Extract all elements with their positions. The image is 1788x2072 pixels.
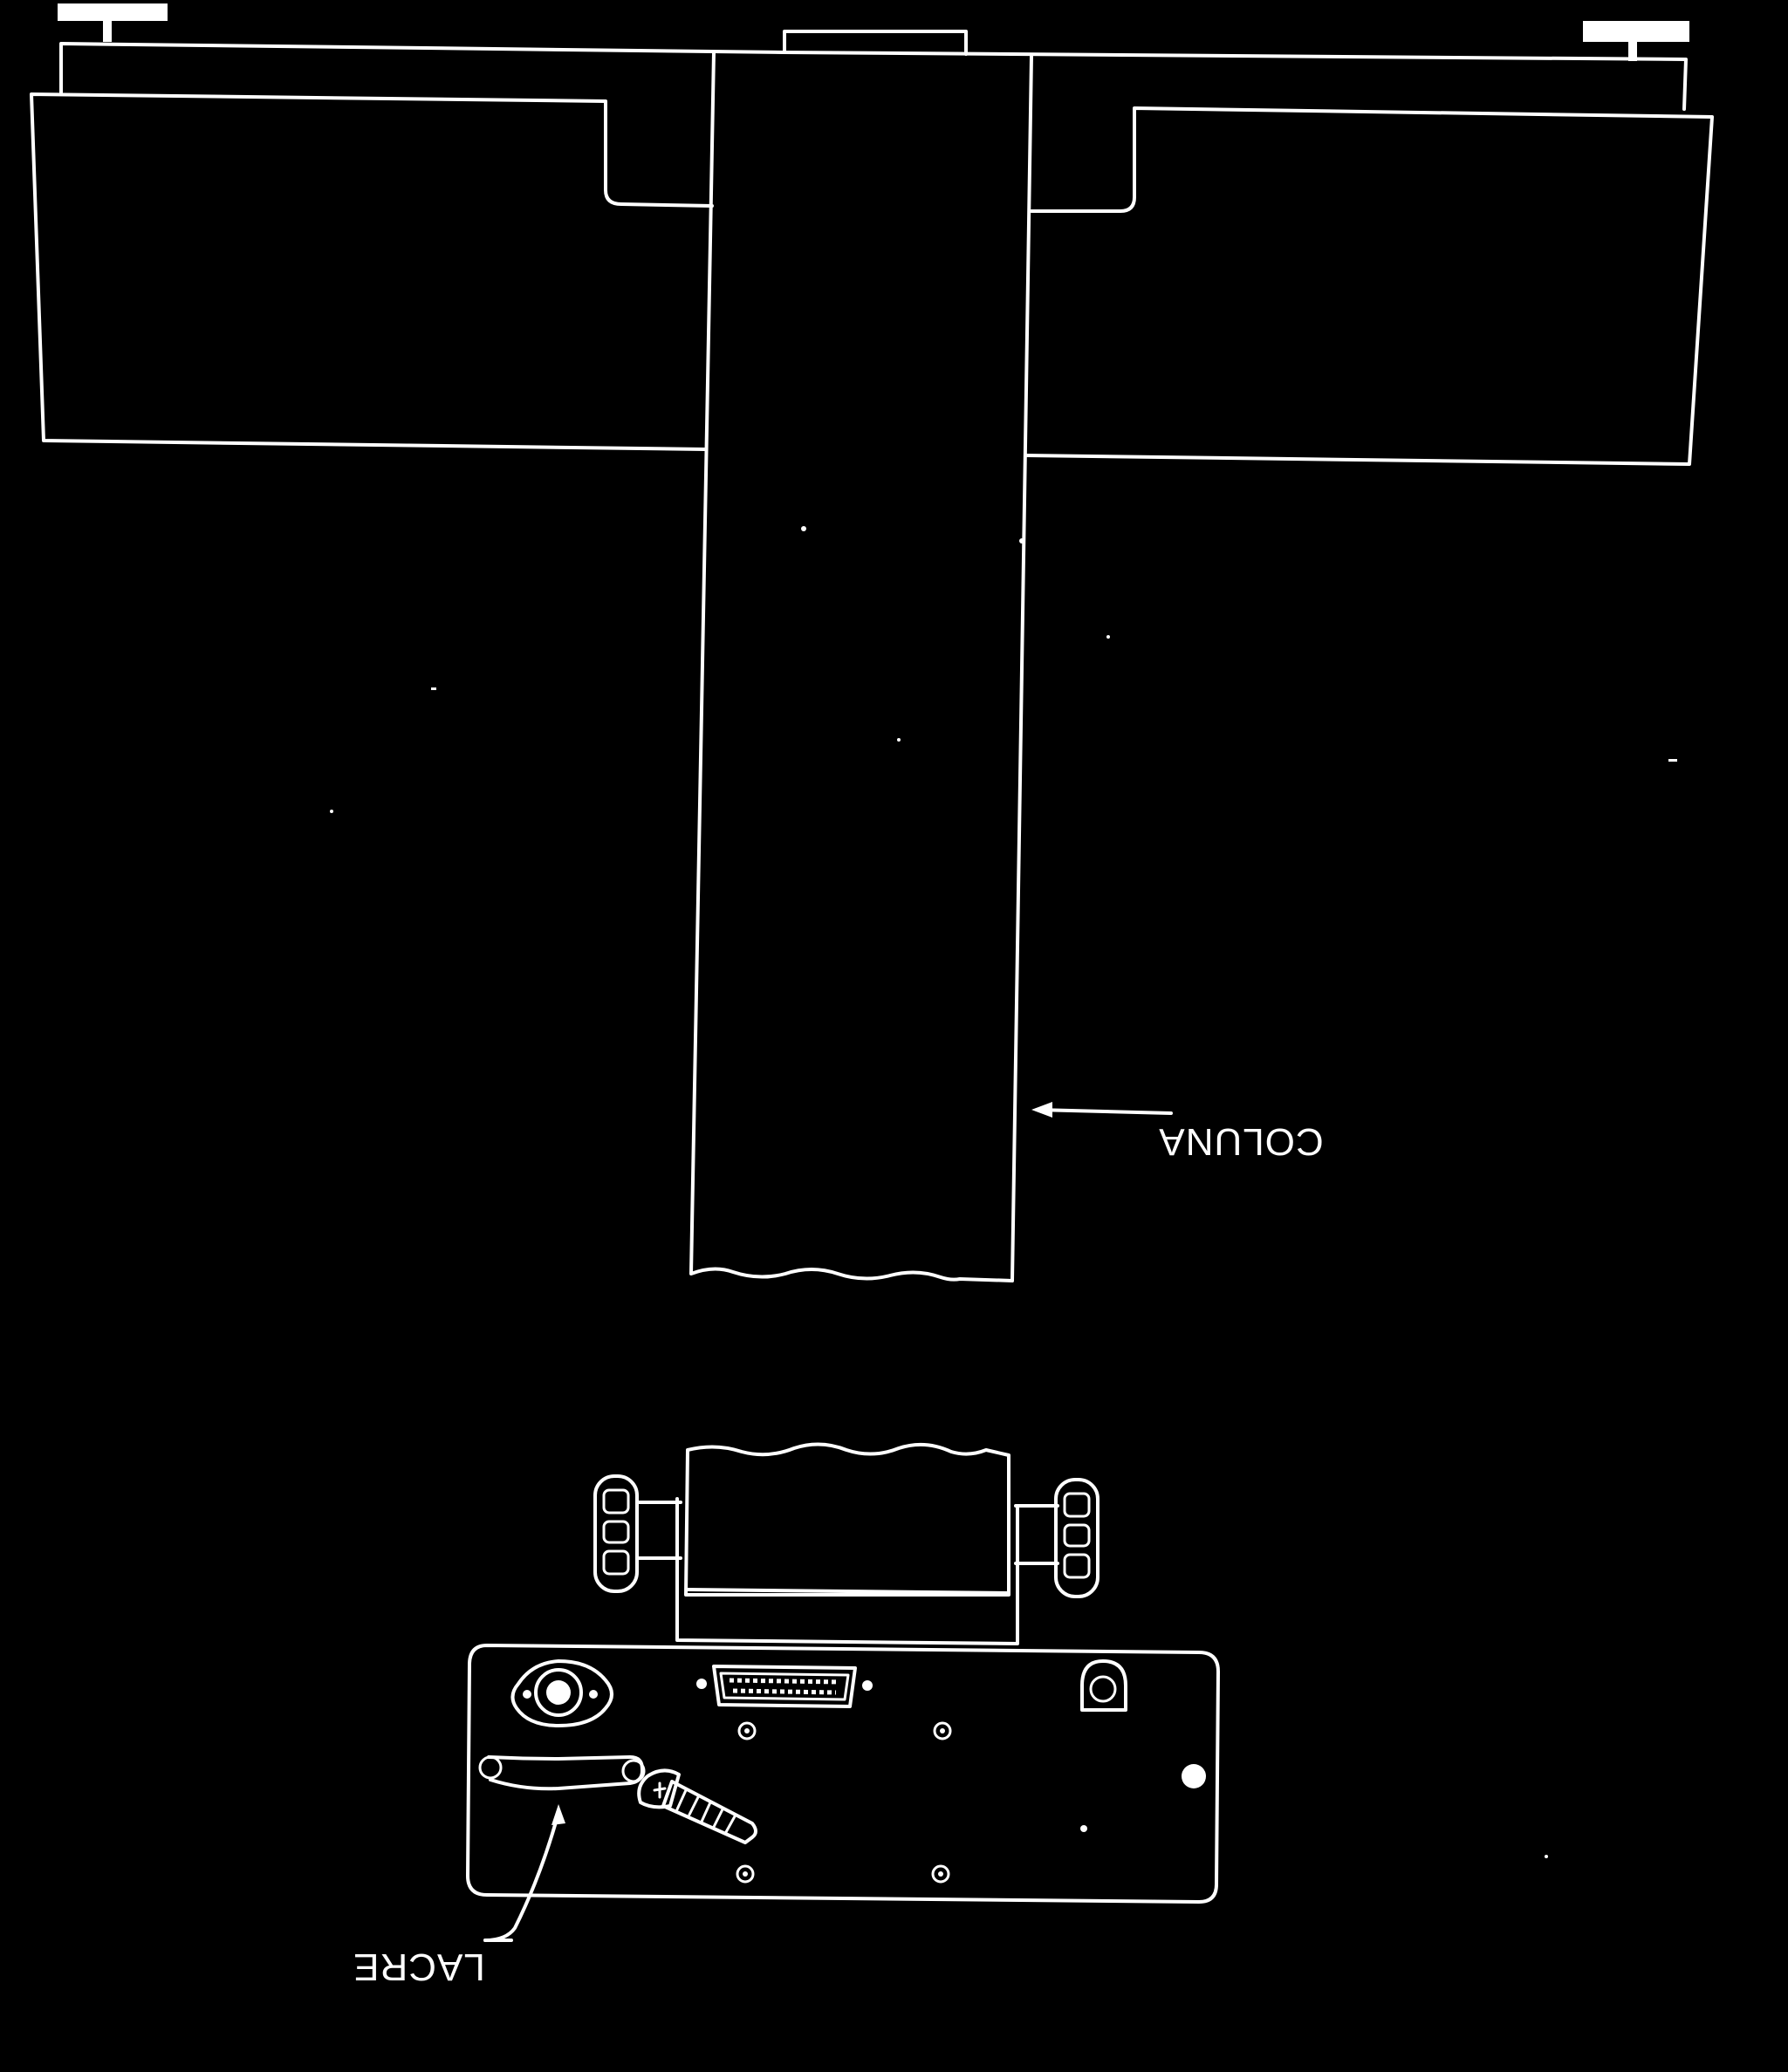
panel-screws	[736, 1721, 1206, 1884]
left-leveling-knob	[58, 3, 168, 42]
right-tilt-knob	[1054, 1478, 1100, 1598]
indicator-back-panel	[466, 1644, 1220, 1904]
left-tilt-knob	[593, 1474, 639, 1593]
scan-specks	[330, 635, 1677, 1858]
lacre-callout: LACRE	[353, 1804, 565, 1988]
top-center-tab	[783, 30, 968, 56]
power-connector	[510, 1659, 613, 1727]
lacre-label: LACRE	[353, 1945, 485, 1988]
coluna-callout: COLUNA	[1031, 1102, 1324, 1163]
column	[689, 51, 1033, 1282]
serial-connector	[696, 1665, 873, 1708]
right-platform-wing	[1024, 106, 1714, 466]
indicator-assembly	[466, 1442, 1220, 1904]
platform-assembly	[30, 3, 1714, 1282]
lacre-arrowhead	[551, 1804, 565, 1825]
seal-assembly	[478, 1755, 757, 1844]
right-leveling-knob	[1583, 21, 1689, 61]
coluna-arrowhead	[1031, 1102, 1052, 1118]
left-platform-wing	[30, 92, 714, 451]
aux-jack	[1080, 1659, 1127, 1712]
stub-bracket	[675, 1497, 1019, 1645]
column-stub	[684, 1442, 1010, 1597]
coluna-label: COLUNA	[1158, 1120, 1323, 1163]
